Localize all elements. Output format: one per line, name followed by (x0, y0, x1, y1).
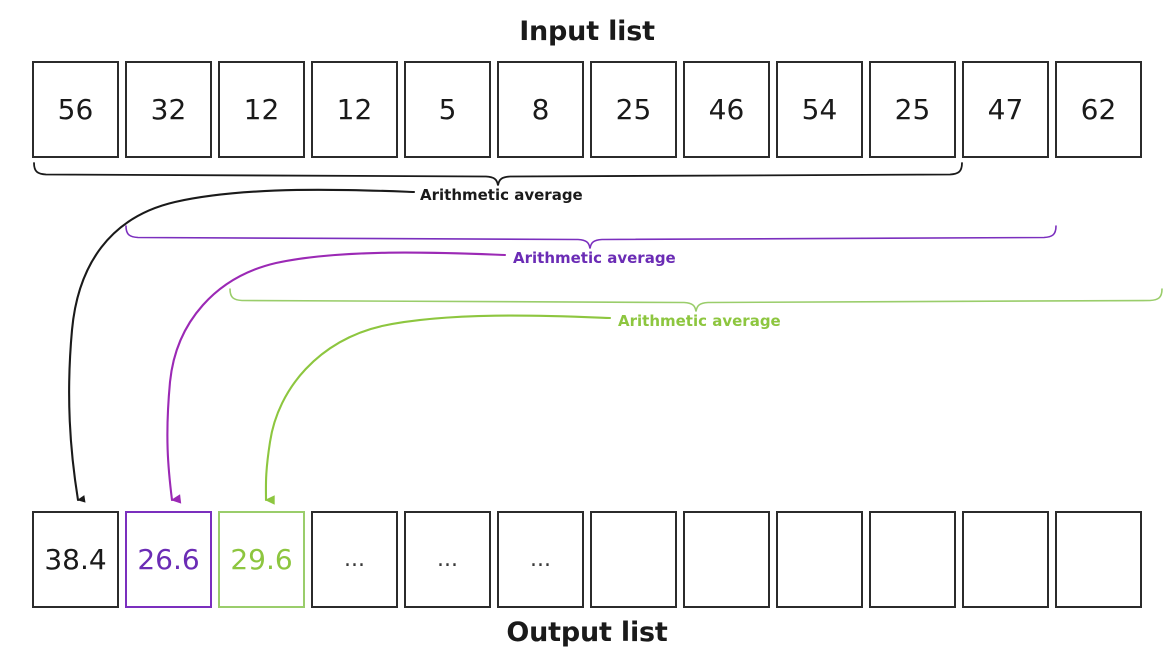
input-cell: 12 (311, 61, 398, 158)
brace-green (229, 288, 1163, 312)
output-list-title: Output list (506, 617, 668, 648)
output-cell (1055, 511, 1142, 608)
output-cell: 29.6 (218, 511, 305, 608)
label-arithmetic-average-purple: Arithmetic average (513, 249, 676, 267)
input-cell: 46 (683, 61, 770, 158)
output-cell (776, 511, 863, 608)
input-cell: 32 (125, 61, 212, 158)
input-cell: 56 (32, 61, 119, 158)
output-cell: ... (404, 511, 491, 608)
input-cell: 25 (590, 61, 677, 158)
input-cell: 54 (776, 61, 863, 158)
input-cell: 62 (1055, 61, 1142, 158)
output-cell: ... (311, 511, 398, 608)
flow-arrow-green (264, 314, 612, 505)
output-cell: ... (497, 511, 584, 608)
output-cell (683, 511, 770, 608)
label-arithmetic-average-green: Arithmetic average (618, 312, 781, 330)
output-cell (590, 511, 677, 608)
flow-arrow-purple (166, 251, 507, 504)
output-cell: 26.6 (125, 511, 212, 608)
output-cell: 38.4 (32, 511, 119, 608)
output-cell (869, 511, 956, 608)
input-cell: 5 (404, 61, 491, 158)
input-list-title: Input list (519, 16, 655, 47)
input-cell: 47 (962, 61, 1049, 158)
input-list-row: 56 32 12 12 5 8 25 46 54 25 47 62 (32, 61, 1148, 158)
input-cell: 12 (218, 61, 305, 158)
label-arithmetic-average-black: Arithmetic average (420, 186, 583, 204)
flow-arrow-black (68, 188, 416, 503)
brace-black (33, 162, 963, 186)
output-cell (962, 511, 1049, 608)
input-cell: 25 (869, 61, 956, 158)
output-list-row: 38.4 26.6 29.6 ... ... ... (32, 511, 1148, 608)
brace-purple (125, 225, 1057, 249)
input-cell: 8 (497, 61, 584, 158)
